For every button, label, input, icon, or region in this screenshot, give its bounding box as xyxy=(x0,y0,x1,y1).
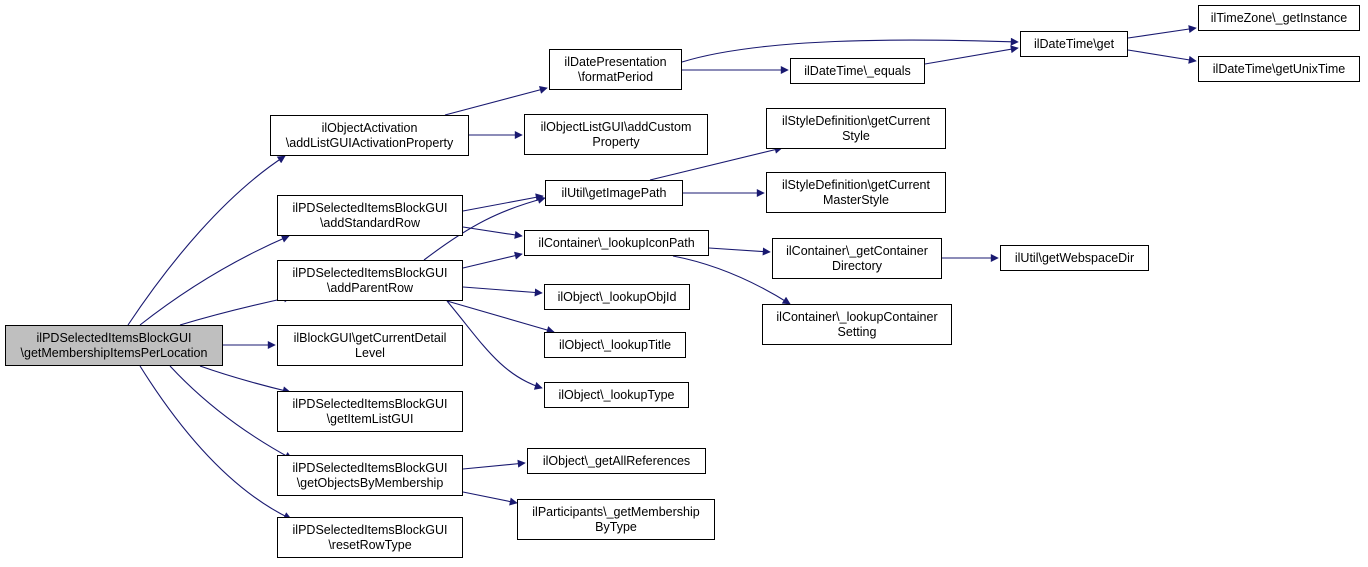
node-item-list-gui[interactable]: ilPDSelectedItemsBlockGUI\getItemListGUI xyxy=(277,391,463,432)
edge-add-parent-row-lookup-type xyxy=(446,300,543,390)
node-unix-time[interactable]: ilDateTime\getUnixTime xyxy=(1198,56,1360,82)
edge-get-image-path-style-current xyxy=(649,145,783,181)
edge-lookup-icon-path-container-directory xyxy=(708,247,771,256)
node-root[interactable]: ilPDSelectedItemsBlockGUI\getMembershipI… xyxy=(5,325,223,366)
edge-objects-by-membership-get-all-references xyxy=(462,459,526,470)
node-datetime-equals[interactable]: ilDateTime\_equals xyxy=(790,58,925,84)
edge-root-objects-by-membership xyxy=(169,365,293,460)
node-get-image-path[interactable]: ilUtil\getImagePath xyxy=(545,180,683,206)
edge-add-parent-row-lookup-obj-id xyxy=(462,286,543,297)
edge-root-add-standard-row xyxy=(139,235,290,326)
edge-format-period-datetime-get xyxy=(681,37,1019,63)
edge-root-item-list-gui xyxy=(199,365,291,395)
edge-root-add-parent-row xyxy=(179,294,292,326)
edge-datetime-get-timezone-instance xyxy=(1127,25,1197,39)
edge-add-parent-row-lookup-icon-path xyxy=(462,251,523,269)
edge-objects-by-membership-membership-by-type xyxy=(462,491,518,506)
edge-add-parent-row-get-image-path xyxy=(423,195,546,261)
node-timezone-instance[interactable]: ilTimeZone\_getInstance xyxy=(1198,5,1360,31)
edge-add-standard-row-get-image-path xyxy=(462,193,544,212)
node-webspace-dir[interactable]: ilUtil\getWebspaceDir xyxy=(1000,245,1149,271)
edge-datetime-get-unix-time xyxy=(1127,49,1197,64)
edge-add-parent-row-lookup-title xyxy=(446,300,555,334)
node-format-period[interactable]: ilDatePresentation\formatPeriod xyxy=(549,49,682,90)
edge-lookup-icon-path-container-setting xyxy=(672,255,791,305)
node-reset-row-type[interactable]: ilPDSelectedItemsBlockGUI\resetRowType xyxy=(277,517,463,558)
edge-add-standard-row-lookup-icon-path xyxy=(462,226,523,239)
node-get-all-references[interactable]: ilObject\_getAllReferences xyxy=(527,448,706,474)
node-add-parent-row[interactable]: ilPDSelectedItemsBlockGUI\addParentRow xyxy=(277,260,463,301)
edge-datetime-equals-datetime-get xyxy=(924,45,1019,65)
node-add-standard-row[interactable]: ilPDSelectedItemsBlockGUI\addStandardRow xyxy=(277,195,463,236)
edge-activation-format-period xyxy=(444,85,548,116)
node-lookup-type[interactable]: ilObject\_lookupType xyxy=(544,382,689,408)
edge-root-activation xyxy=(127,155,286,326)
edge-root-reset-row-type xyxy=(139,365,292,520)
node-activation[interactable]: ilObjectActivation\addListGUIActivationP… xyxy=(270,115,469,156)
node-datetime-get[interactable]: ilDateTime\get xyxy=(1020,31,1128,57)
node-lookup-obj-id[interactable]: ilObject\_lookupObjId xyxy=(544,284,690,310)
node-lookup-title[interactable]: ilObject\_lookupTitle xyxy=(544,332,686,358)
node-objects-by-membership[interactable]: ilPDSelectedItemsBlockGUI\getObjectsByMe… xyxy=(277,455,463,496)
node-lookup-icon-path[interactable]: ilContainer\_lookupIconPath xyxy=(524,230,709,256)
